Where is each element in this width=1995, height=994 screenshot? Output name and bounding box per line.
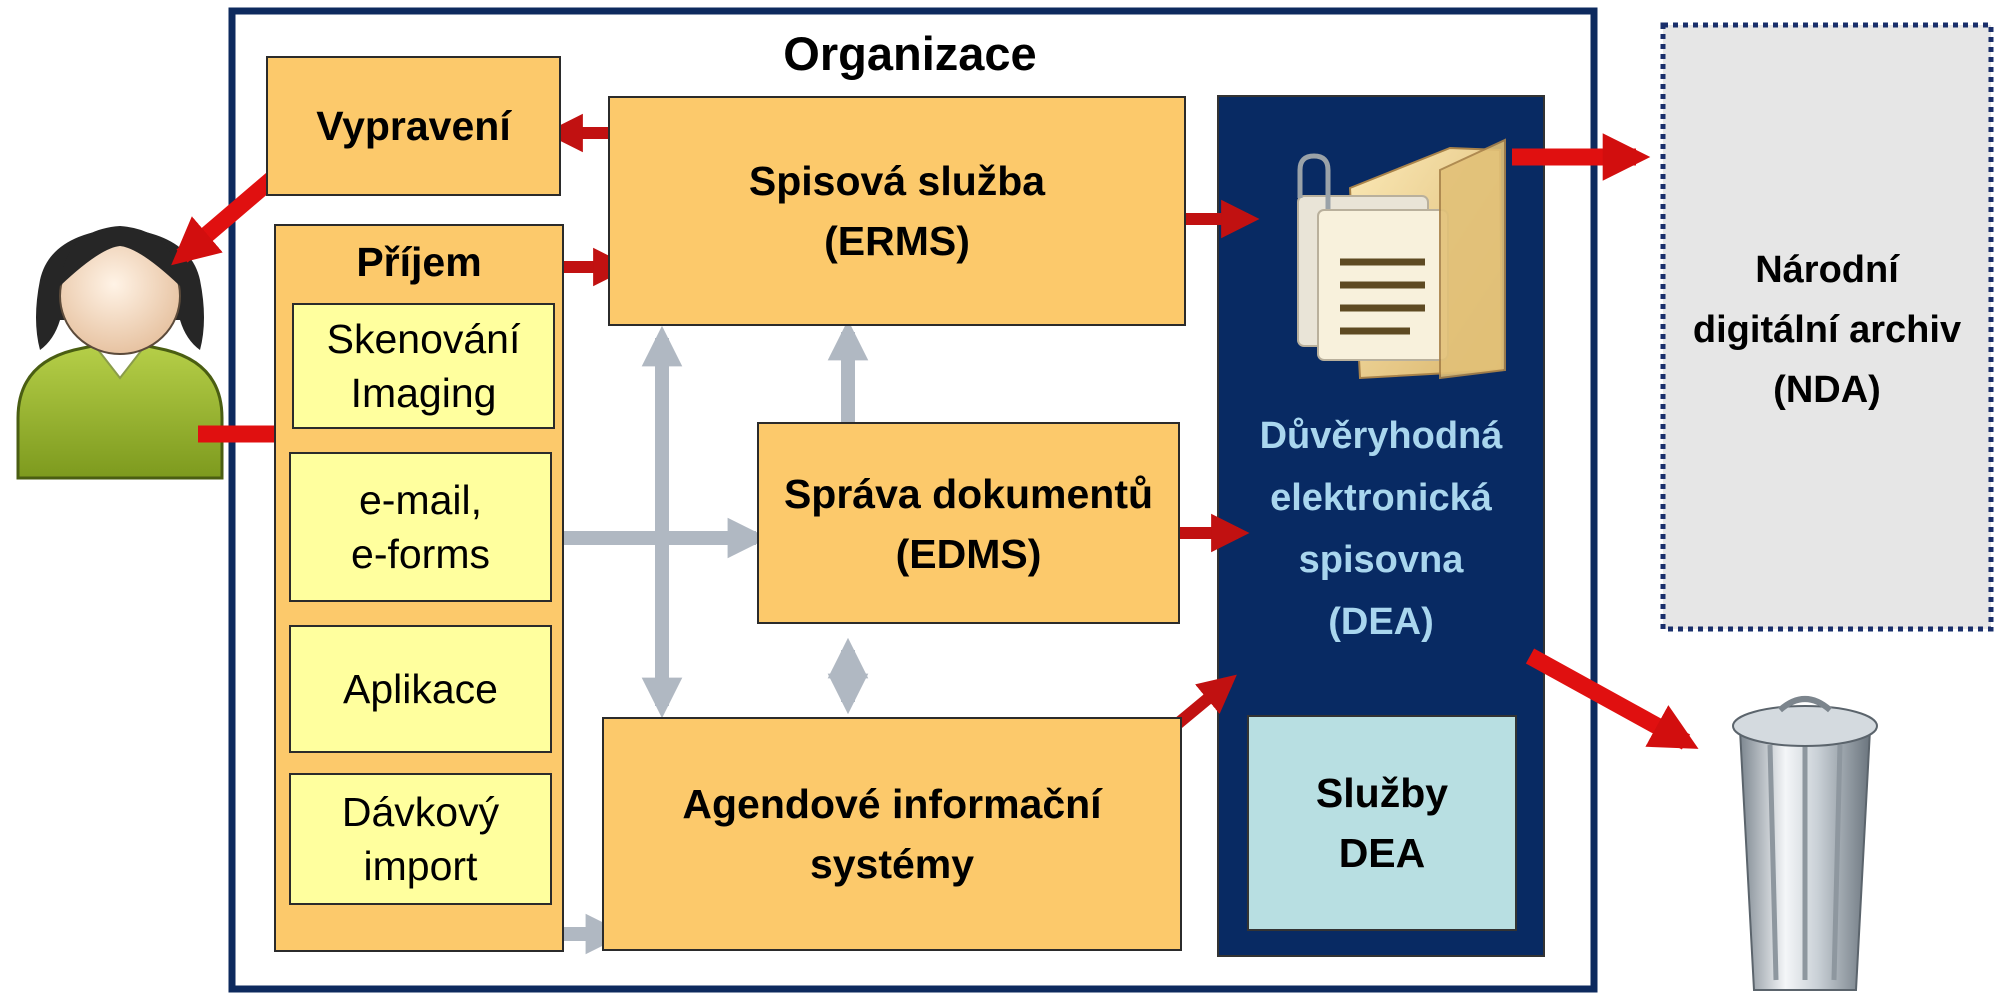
edms-line2: (EDMS) [895,531,1042,577]
dea-line2: elektronická [1270,477,1492,519]
prijem-item-scanning-line2: Imaging [350,370,497,416]
erms-line1: Spisová služba [748,158,1046,204]
folder-documents-icon [1297,138,1506,380]
prijem-label: Příjem [356,239,482,285]
nda-line3: (NDA) [1773,369,1881,411]
prijem-item-scanning-line1: Skenování [326,316,521,362]
nda-box [1660,22,1994,632]
dea-line1: Důvěryhodná [1259,415,1503,457]
dea-line4: (DEA) [1328,601,1434,643]
dea-services-line1: Služby [1315,770,1449,816]
erms-box: Spisová služba (ERMS) [608,96,1186,326]
prijem-item-aplikace-line1: Aplikace [343,666,498,712]
dea-services-label: Služby DEA [1248,716,1516,930]
dea-services-line2: DEA [1338,830,1426,876]
nda-line2: digitální archiv [1692,309,1962,351]
vypraveni-box: Vypravení [266,56,561,196]
nda-label: Národní digitální archiv (NDA) [1663,230,1991,430]
nda-line1: Národní [1755,249,1899,291]
organization-title: Organizace [740,22,1080,84]
dea-title: Důvěryhodná elektronická spisovna (DEA) [1218,404,1544,654]
vypraveni-label: Vypravení [316,103,511,149]
dea-services-box [1247,715,1517,931]
prijem-item-import-line2: import [363,843,478,889]
ais-box: Agendové informační systémy [602,717,1182,951]
erms-line2: (ERMS) [824,218,970,264]
prijem-item-email-line1: e-mail, [358,477,483,523]
dea-line3: spisovna [1298,539,1464,581]
prijem-item-email: e-mail, e-forms [289,452,552,602]
prijem-item-email-line2: e-forms [351,531,490,577]
organization-title-text: Organizace [783,26,1037,80]
prijem-item-aplikace: Aplikace [289,625,552,753]
arrow-dea-to-trash [1525,648,1699,750]
trash-can-icon [1732,696,1878,991]
edms-line1: Správa dokumentů [783,471,1154,517]
prijem-item-scanning: Skenování Imaging [292,303,555,429]
ais-line1: Agendové informační [682,781,1102,827]
edms-box: Správa dokumentů (EDMS) [757,422,1180,624]
prijem-item-import-line1: Dávkový [341,789,500,835]
prijem-item-import: Dávkový import [289,773,552,905]
ais-line2: systémy [809,841,975,887]
user-icon [16,226,224,480]
